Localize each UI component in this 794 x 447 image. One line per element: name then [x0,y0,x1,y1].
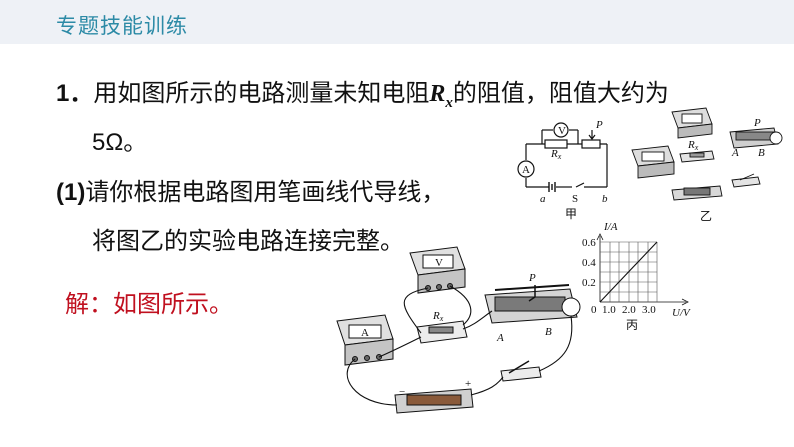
header-title: 专题技能训练 [56,15,188,38]
answer-p-label: P [528,272,536,284]
question-text-before: 用如图所示的电路测量未知电阻 [93,80,430,107]
answer-rheostat [484,284,581,324]
answer-battery [394,388,474,414]
answer-b-label: B [545,326,552,338]
bing-xlabel: U/V [672,307,691,319]
header-bar: 专题技能训练 [0,0,794,44]
bing-ytick-3: 0.2 [582,277,596,289]
bing-ylabel: I/A [603,221,618,233]
answer-voltmeter [409,246,466,294]
answer-rx-board [416,320,468,344]
yi-caption: 乙 [700,209,712,223]
question-text-after: 的阻值，阻值大约为 [452,80,669,107]
part1-label: (1) [56,179,86,206]
answer-wires [346,285,573,406]
bing-xtick-1: 1.0 [602,304,616,316]
yi-label-b: B [758,147,765,159]
yi-label-rx: Rx [687,139,699,152]
question-value: 5Ω。 [92,129,148,156]
voltmeter-symbol [553,122,569,138]
jia-label-rx: Rx [550,148,562,161]
bing-ytick-2: 0.4 [582,257,596,269]
jia-label-s: S [572,193,578,205]
answer-circuit-figure: V A Rx P A B − + [336,246,581,414]
bing-xtick-3: 3.0 [642,304,656,316]
rx-symbol: Rx [429,81,453,111]
jia-caption: 甲 [565,207,577,221]
battery-symbol [548,182,556,192]
answer-a-label: A [496,332,504,344]
jia-label-a: A [522,164,530,176]
rx-resistor-symbol [544,139,568,149]
answer-ammeter-label: A [361,327,369,339]
jia-label-p: P [595,119,603,131]
answer-rx-label: Rx [432,310,444,323]
iu-graph-bing: I/A 0.6 0.4 0.2 0 1.0 2.0 3.0 U/V 丙 [582,221,691,332]
bing-caption: 丙 [626,318,638,332]
answer-ammeter [336,314,394,366]
circuit-diagram-jia: V A P Rx a S b 甲 [517,119,608,221]
jia-label-b: b [602,193,608,205]
rheostat-symbol [581,139,601,149]
part1-line1: (1)请你根据电路图用笔画线代导线， [56,179,446,206]
jia-label-v: V [558,125,566,137]
ammeter-symbol [517,160,535,178]
question-number: 1． [56,80,94,107]
answer-switch [500,360,542,382]
answer-plus-label: + [465,378,471,390]
apparatus-yi: P A B Rx 乙 [631,107,783,223]
part1-line2: 将图乙的实验电路连接完整。 [92,228,404,255]
bing-xtick-2: 2.0 [622,304,636,316]
iu-line [599,241,658,303]
answer-voltmeter-label: V [435,257,443,269]
bing-ytick-1: 0.6 [582,237,596,249]
bing-origin: 0 [591,304,597,316]
yi-label-p: P [753,117,761,129]
question-line: 1．用如图所示的电路测量未知电阻Rx的阻值，阻值大约为 [56,73,669,112]
jia-label-a-lower: a [540,193,546,205]
answer-minus-label: − [399,386,405,398]
answer-text: 解：如图所示。 [65,291,233,318]
yi-label-a: A [731,147,739,159]
